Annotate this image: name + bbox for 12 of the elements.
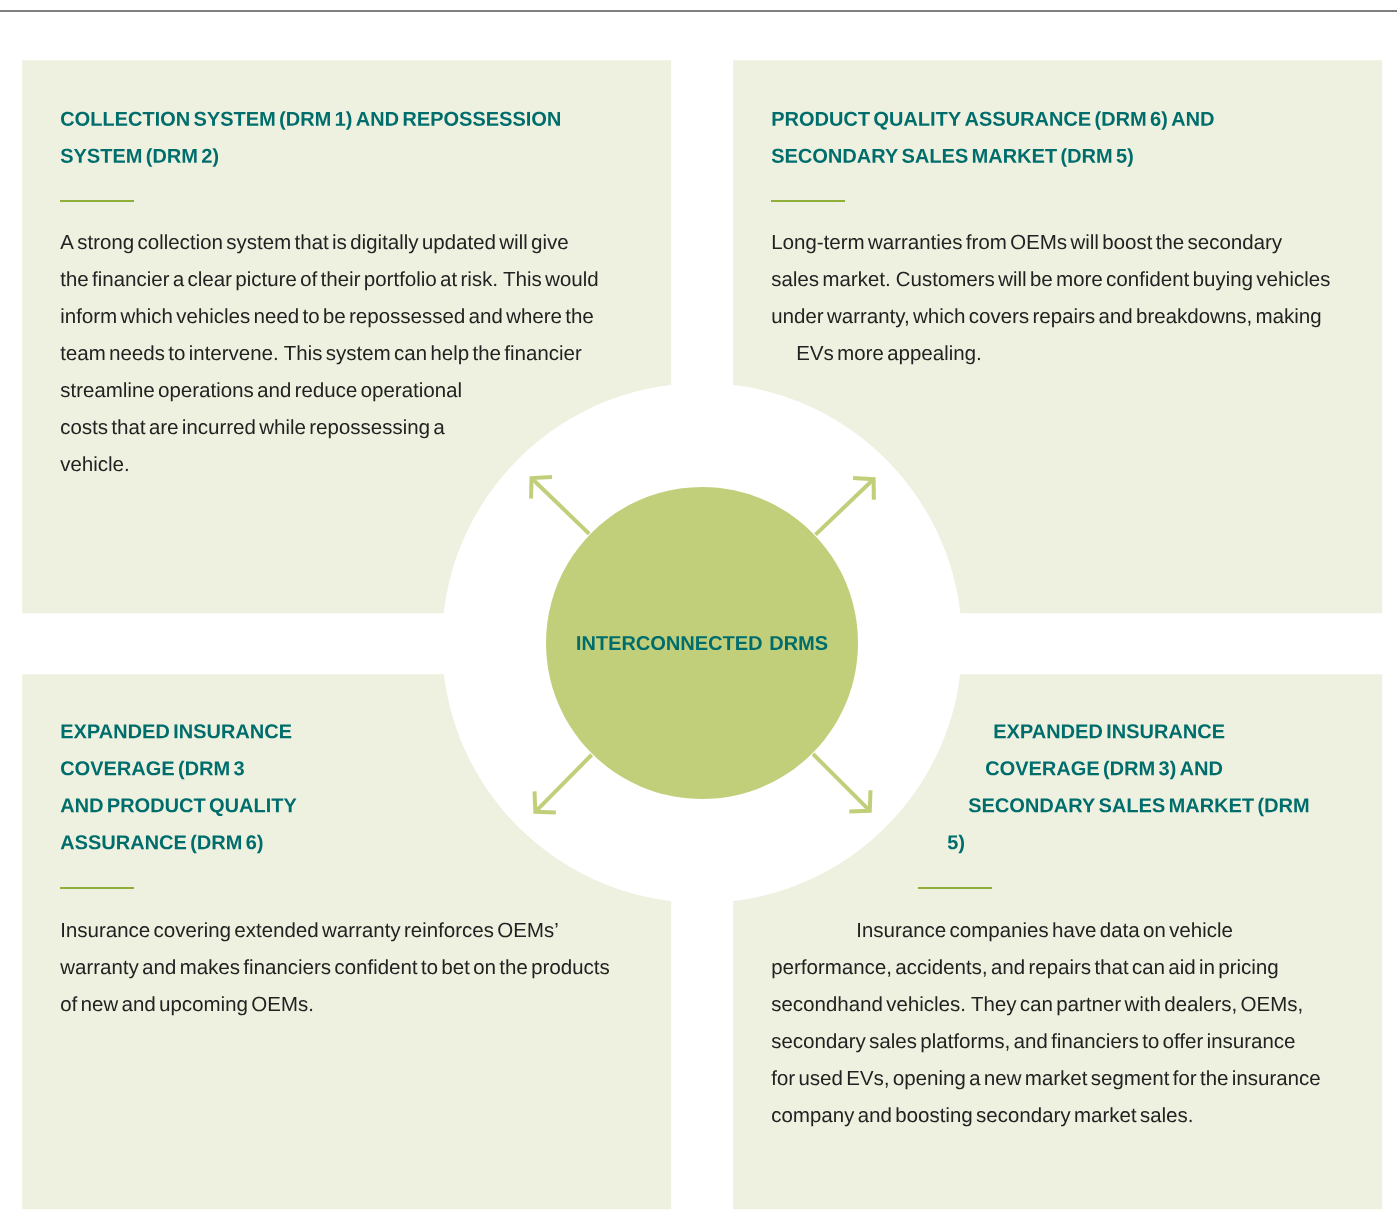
panel-text: A strong collection system that is digitally updated will give the financier a clear picture of their portfolio at risk. This would inform which vehicles need to be repossessed and where the team needs to intervene. This system can help the financier streamline operations and reduce operational costs that are incurred while repossessing a vehicle.	[60, 234, 598, 472]
panel-heading: EXPANDED INSURANCE COVERAGE (DRM 3) AND SECONDARY SALES MARKET (DRM 5)	[947, 724, 1309, 854]
arrow	[529, 475, 591, 536]
panel-heading: PRODUCT QUALITY ASSURANCE (DRM 6) AND SECONDARY SALES MARKET (DRM 5)	[771, 111, 1214, 167]
panel-heading: COLLECTION SYSTEM (DRM 1) AND REPOSSESSION SYSTEM (DRM 2)	[60, 111, 560, 167]
panel-text: Insurance covering extended warranty reinforces OEMs’ warranty and makes financiers confident to bet on the products of new and upcoming OEMs.	[60, 922, 609, 1016]
arrow	[811, 752, 873, 814]
panel-text: Insurance companies have data on vehicle performance, accidents, and repairs that can aid in pricing secondhand vehicles. They can partner with dealers, OEMs, secondary sales platforms, and financiers to offer insurance for used EVs, opening a new market segment for the insurance company and boosting secondary market sales.	[771, 922, 1320, 1127]
arrow	[532, 753, 594, 815]
panel-text: Long-term warranties from OEMs will boost the secondary sales market. Customers will be more confident buying vehicles under warranty, which covers repairs and breakdowns, making EVs more appealing.	[771, 234, 1330, 365]
arrow	[814, 476, 876, 537]
panel-heading: EXPANDED INSURANCE COVERAGE (DRM 3 AND PRODUCT QUALITY ASSURANCE (DRM 6)	[60, 724, 297, 854]
